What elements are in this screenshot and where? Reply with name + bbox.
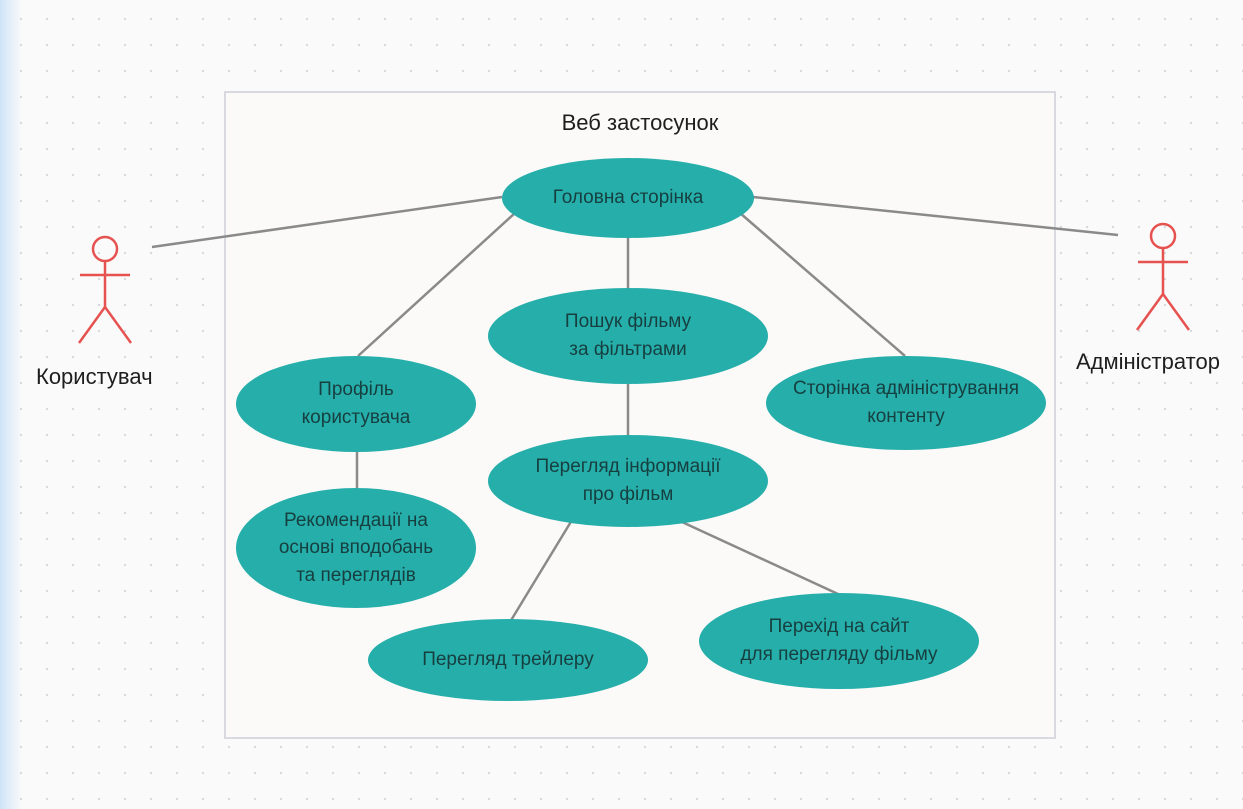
actor-user-label: Користувач bbox=[36, 364, 153, 389]
usecase-search[interactable]: Пошук фільму за фільтрами bbox=[488, 288, 768, 384]
connector-film-info-external bbox=[681, 520, 839, 596]
actor-user-icon[interactable] bbox=[74, 235, 136, 347]
connector-home-profile bbox=[357, 212, 516, 357]
page-edge-glow bbox=[0, 0, 22, 809]
usecase-home[interactable]: Головна сторінка bbox=[502, 158, 754, 238]
usecase-profile[interactable]: Профіль користувача bbox=[236, 356, 476, 452]
usecase-search-label: Пошук фільму за фільтрами bbox=[564, 311, 692, 360]
usecase-film-info[interactable]: Перегляд інформації про фільм bbox=[488, 435, 768, 527]
usecase-film-info-label: Перегляд інформації про фільм bbox=[535, 456, 721, 505]
usecase-recommendations-label: Рекомендації на основі вподобань та пере… bbox=[278, 509, 434, 586]
usecase-external-site[interactable]: Перехід на сайт для перегляду фільму bbox=[699, 593, 979, 689]
usecase-admin-page-label: Сторінка адміністрування контенту bbox=[792, 378, 1020, 427]
usecase-external-site-label: Перехід на сайт для перегляду фільму bbox=[740, 616, 938, 665]
usecase-profile-label: Профіль користувача bbox=[301, 379, 411, 428]
usecase-trailer[interactable]: Перегляд трейлеру bbox=[368, 619, 648, 701]
usecase-recommendations[interactable]: Рекомендації на основі вподобань та пере… bbox=[236, 488, 476, 608]
connector-admin-home bbox=[752, 195, 1119, 237]
usecase-admin-page[interactable]: Сторінка адміністрування контенту bbox=[766, 356, 1046, 450]
system-title: Веб застосунок bbox=[561, 110, 719, 135]
actor-admin-label: Адміністратор bbox=[1076, 349, 1220, 374]
connector-user-home bbox=[151, 195, 503, 249]
usecase-trailer-label: Перегляд трейлеру bbox=[422, 649, 594, 671]
usecase-home-label: Головна сторінка bbox=[552, 187, 704, 209]
actor-admin-icon[interactable] bbox=[1134, 222, 1196, 334]
connector-home-admin-page bbox=[739, 212, 906, 357]
connector-film-info-trailer bbox=[508, 519, 574, 623]
